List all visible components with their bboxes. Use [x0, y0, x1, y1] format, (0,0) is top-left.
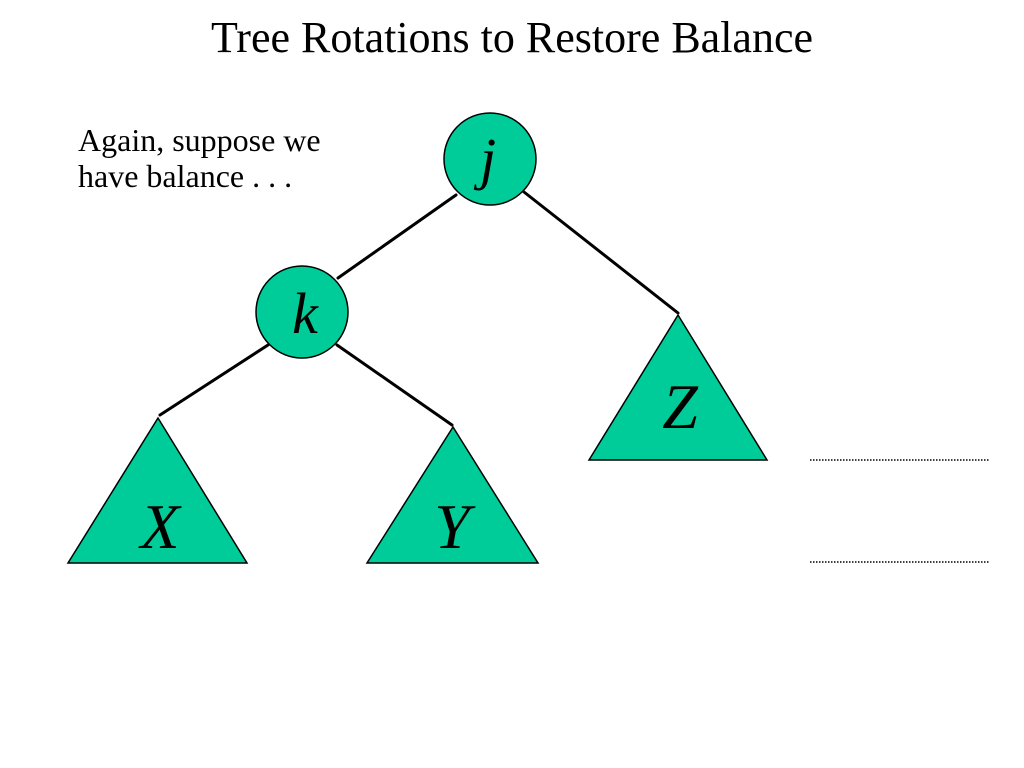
subtree-x-triangle: [66, 416, 249, 564]
subtree-z-label: Z: [662, 371, 699, 442]
node-j-circle: [443, 112, 537, 206]
caption-line-1: Again, suppose we: [78, 122, 321, 158]
node-k-label: k: [292, 281, 319, 346]
caption-text: Again, suppose we have balance . . .: [78, 122, 408, 194]
edge-k-y: [335, 343, 454, 427]
edge-k-x: [158, 343, 270, 417]
edge-j-k: [336, 193, 458, 280]
subtree-x-label: X: [137, 491, 182, 562]
slide-title: Tree Rotations to Restore Balance: [210, 13, 814, 62]
caption-line-2: have balance . . .: [78, 158, 293, 194]
subtree-y-triangle: [365, 425, 540, 564]
node-k-circle: [255, 265, 349, 359]
edge-j-z: [522, 190, 680, 315]
subtree-y-label: Y: [434, 491, 476, 562]
subtree-z-triangle: [587, 313, 769, 461]
